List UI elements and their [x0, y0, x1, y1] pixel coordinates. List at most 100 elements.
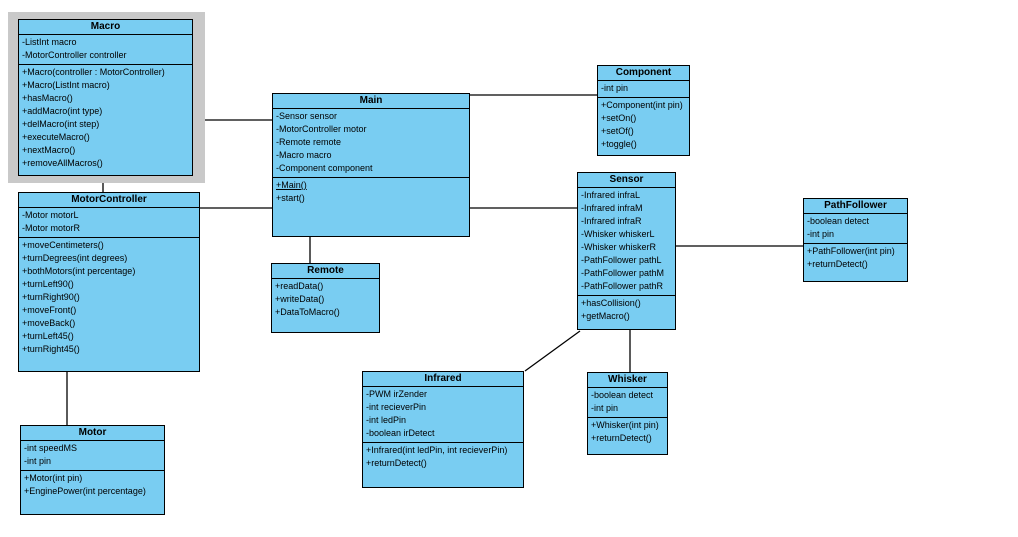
member-row: +Macro(controller : MotorController)	[22, 67, 165, 77]
member-row: -Infrared infraL	[581, 190, 641, 200]
class-remote[interactable]: Remote +readData() +writeData() +DataToMac…	[271, 263, 380, 333]
class-pathfollower[interactable]: PathFollower -boolean detect -int pin +Pa…	[803, 198, 908, 282]
member-row: -ListInt macro	[22, 37, 77, 47]
member-row: +turnRight90()	[22, 292, 80, 302]
member-row: -int speedMS	[24, 443, 78, 453]
member-row: -Infrared infraR	[581, 216, 642, 226]
class-infrared[interactable]: Infrared -PWM irZender -int recieverPin -i…	[362, 371, 524, 488]
member-row: -PWM irZender	[366, 389, 428, 399]
class-attributes: -PWM irZender -int recieverPin -int ledPin…	[363, 387, 523, 443]
member-row: +Whisker(int pin)	[591, 420, 659, 430]
class-attributes: -ListInt macro-MotorController controlle…	[19, 35, 192, 65]
member-row: +delMacro(int step)	[22, 119, 100, 129]
class-title: Main	[273, 94, 469, 109]
class-main[interactable]: Main -Sensor sensor -MotorController moto…	[272, 93, 470, 237]
class-attributes: -Infrared infraL -Infrared infraM -Infrare…	[578, 188, 675, 296]
class-attributes: -boolean detect -int pin	[588, 388, 667, 418]
member-row: +toggle()	[601, 139, 637, 149]
class-title: Whisker	[588, 373, 667, 388]
member-row: -Infrared infraM	[581, 203, 643, 213]
member-row: +Component(int pin)	[601, 100, 683, 110]
class-attributes: -int speedMS -int pin	[21, 441, 164, 471]
member-row: +turnLeft90()	[22, 279, 74, 289]
class-methods: +Whisker(int pin) +returnDetect()	[588, 418, 667, 454]
member-row: +Infrared(int ledPin, int recieverPin)	[366, 445, 508, 455]
member-row: -boolean detect	[591, 390, 654, 400]
class-macro[interactable]: Macro -ListInt macro-MotorController con…	[18, 19, 193, 176]
class-component[interactable]: Component -int pin +Component(int pin) +s…	[597, 65, 690, 156]
member-row: +Main()	[276, 180, 307, 190]
member-row: -int ledPin	[366, 415, 407, 425]
class-title: PathFollower	[804, 199, 907, 214]
member-row: +readData()	[275, 281, 324, 291]
member-row: -int recieverPin	[366, 402, 427, 412]
member-row: +setOn()	[601, 113, 637, 123]
member-row: -Remote remote	[276, 137, 342, 147]
class-methods: +readData() +writeData() +DataToMacro()	[272, 279, 379, 332]
class-methods: +Macro(controller : MotorController) +Mac…	[19, 65, 192, 175]
member-row: -Motor motorR	[22, 223, 81, 233]
member-row: -Whisker whiskerL	[581, 229, 655, 239]
class-methods: +hasCollision() +getMacro()	[578, 296, 675, 329]
member-row: -Macro macro	[276, 150, 332, 160]
class-sensor[interactable]: Sensor -Infrared infraL-Infrared infraM-…	[577, 172, 676, 330]
class-methods: +Infrared(int ledPin, int recieverPin) +r…	[363, 443, 523, 487]
member-row: +setOf()	[601, 126, 634, 136]
member-row: +PathFollower(int pin)	[807, 246, 895, 256]
member-row: -PathFollower pathR	[581, 281, 664, 291]
class-title: Motor	[21, 426, 164, 441]
class-motor[interactable]: Motor -int speedMS -int pin +Motor(int pi…	[20, 425, 165, 515]
member-row: -Sensor sensor	[276, 111, 338, 121]
member-row: -int pin	[807, 229, 835, 239]
class-attributes: -boolean detect -int pin	[804, 214, 907, 244]
member-row: +getMacro()	[581, 311, 630, 321]
member-row: +EnginePower(int percentage)	[24, 486, 146, 496]
class-title: Sensor	[578, 173, 675, 188]
member-row: -boolean detect	[807, 216, 870, 226]
class-methods: +PathFollower(int pin) +returnDetect()	[804, 244, 907, 281]
class-attributes: -int pin	[598, 81, 689, 98]
class-title: Macro	[19, 20, 192, 35]
member-row: +returnDetect()	[807, 259, 868, 269]
member-row: +returnDetect()	[366, 458, 427, 468]
class-motorcontroller[interactable]: MotorController -Motor motorL-Motor moto…	[18, 192, 200, 372]
member-row: +Macro(ListInt macro)	[22, 80, 110, 90]
member-row: +moveCentimeters()	[22, 240, 104, 250]
class-title: Remote	[272, 264, 379, 279]
class-methods: +moveCentimeters() +turnDegrees(int degre…	[19, 238, 199, 371]
member-row: +bothMotors(int percentage)	[22, 266, 136, 276]
member-row: +hasCollision()	[581, 298, 641, 308]
member-row: +DataToMacro()	[275, 307, 340, 317]
member-row: -int pin	[601, 83, 629, 93]
class-methods: +Main() +start()	[273, 178, 469, 236]
member-row: -MotorController motor	[276, 124, 367, 134]
member-row: +turnRight45()	[22, 344, 80, 354]
class-attributes: -Sensor sensor -MotorController motor -Rem…	[273, 109, 469, 178]
member-row: +nextMacro()	[22, 145, 76, 155]
member-row: -PathFollower pathM	[581, 268, 665, 278]
connector-sensor-infrared[interactable]	[524, 330, 581, 372]
member-row: +executeMacro()	[22, 132, 90, 142]
member-row: +start()	[276, 193, 305, 203]
member-row: -Component component	[276, 163, 373, 173]
member-row: -Motor motorL	[22, 210, 79, 220]
member-row: +moveFront()	[22, 305, 77, 315]
member-row: +returnDetect()	[591, 433, 652, 443]
class-title: Component	[598, 66, 689, 81]
class-title: Infrared	[363, 372, 523, 387]
member-row: -PathFollower pathL	[581, 255, 662, 265]
member-row: -int pin	[24, 456, 52, 466]
class-title: MotorController	[19, 193, 199, 208]
member-row: +moveBack()	[22, 318, 76, 328]
class-methods: +Motor(int pin) +EnginePower(int percenta…	[21, 471, 164, 514]
member-row: +removeAllMacros()	[22, 158, 103, 168]
member-row: +turnDegrees(int degrees)	[22, 253, 128, 263]
member-row: +Motor(int pin)	[24, 473, 83, 483]
member-row: -int pin	[591, 403, 619, 413]
class-attributes: -Motor motorL -Motor motorR	[19, 208, 199, 238]
member-row: +writeData()	[275, 294, 325, 304]
member-row: +hasMacro()	[22, 93, 73, 103]
class-methods: +Component(int pin) +setOn() +setOf() +togg…	[598, 98, 689, 155]
class-whisker[interactable]: Whisker -boolean detect -int pin +Whisker…	[587, 372, 668, 455]
